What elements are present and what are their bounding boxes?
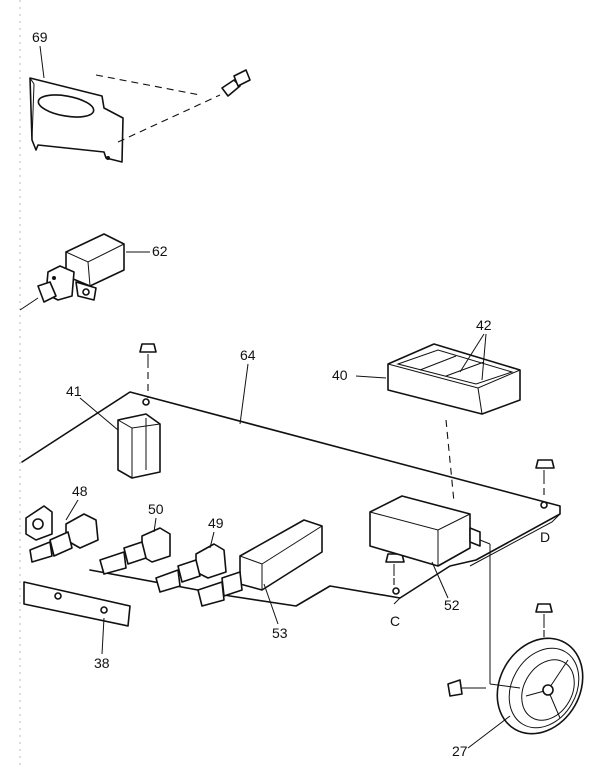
part-64-base-plate (21, 391, 561, 607)
screw-c (385, 553, 405, 588)
label-52: 52 (444, 597, 460, 613)
leader-27 (467, 715, 511, 749)
label-50: 50 (148, 501, 164, 517)
leader-49 (209, 531, 215, 549)
leader-69 (39, 45, 45, 79)
label-40: 40 (332, 367, 348, 383)
screw-top (139, 343, 157, 398)
part-53-switch-block (197, 519, 323, 607)
part-69-screw (221, 69, 251, 97)
part-69-cover-plate (29, 74, 221, 163)
leader-53 (263, 583, 279, 625)
leader-64 (239, 363, 249, 425)
part-49-control (155, 543, 227, 593)
part-48-control (25, 505, 99, 563)
label-27: 27 (452, 743, 468, 759)
label-49: 49 (208, 515, 224, 531)
leader-42b (481, 333, 487, 381)
ref-letter-d: D (540, 529, 550, 545)
label-41: 41 (66, 383, 82, 399)
part-41-bracket (117, 413, 161, 479)
part-38-strap (23, 581, 131, 627)
leader-50 (153, 517, 157, 533)
leader-41 (79, 397, 119, 431)
leader-48 (65, 499, 79, 521)
part-62-switch (37, 233, 125, 303)
part-40-tray (387, 343, 521, 503)
leader-42a (459, 333, 485, 373)
pulley-side-screw (447, 679, 486, 697)
ref-letter-c: C (390, 613, 400, 629)
leader-38 (101, 617, 105, 655)
part-50-control (99, 527, 171, 575)
part-27-pulley (489, 637, 584, 735)
label-38: 38 (94, 655, 110, 671)
leader-40 (355, 375, 387, 379)
label-42: 42 (476, 317, 492, 333)
label-53: 53 (272, 625, 288, 641)
screw-d (535, 459, 555, 500)
pulley-top-screw (535, 603, 553, 642)
leader-52 (431, 561, 449, 599)
part-52-motor (369, 495, 491, 684)
label-62: 62 (152, 243, 168, 259)
label-48: 48 (72, 483, 88, 499)
label-69: 69 (32, 29, 48, 45)
label-64: 64 (240, 347, 256, 363)
leader-62-left (19, 297, 39, 311)
